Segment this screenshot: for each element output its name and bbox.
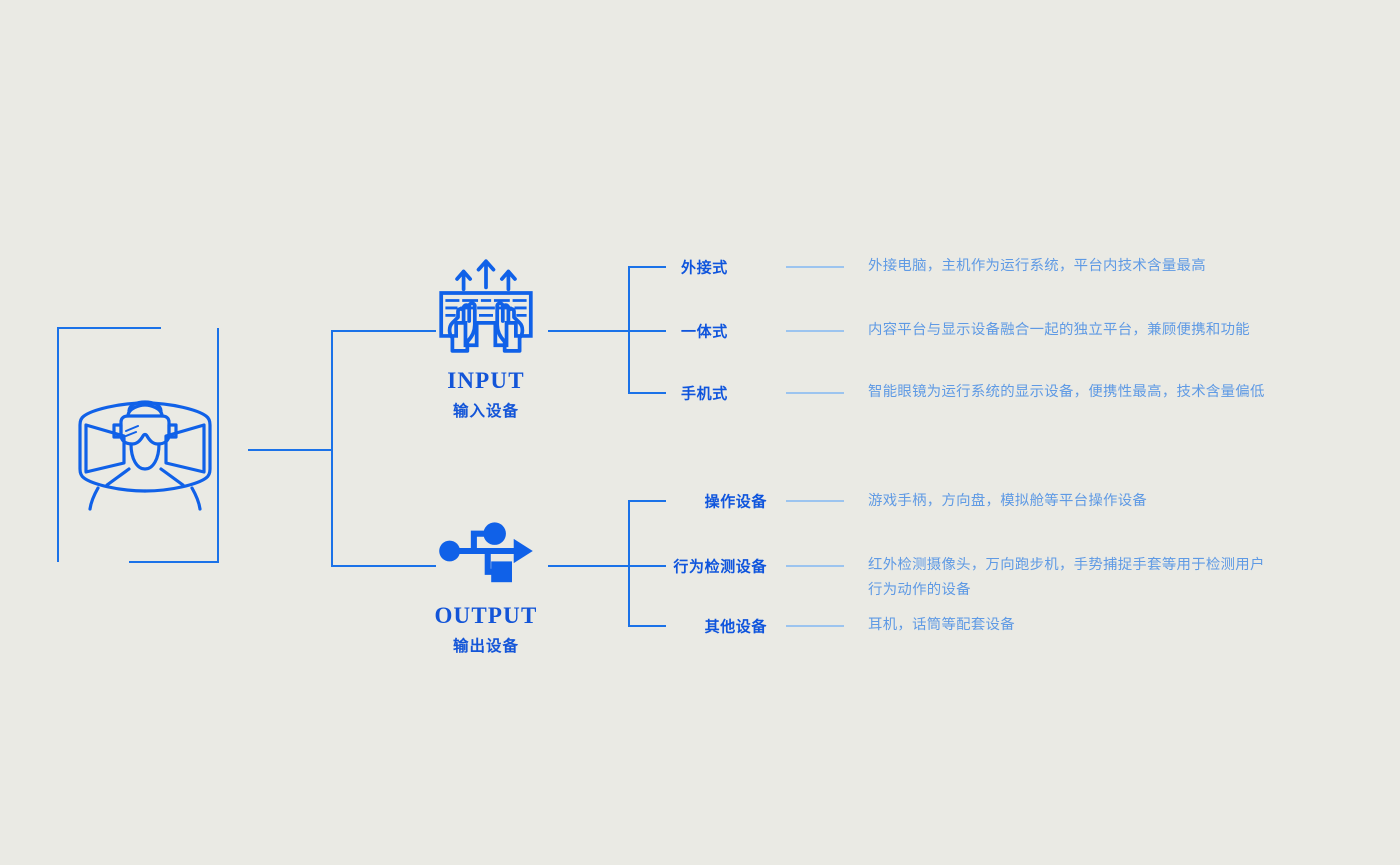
usb-output-icon [386, 505, 586, 597]
output-link-1 [786, 500, 844, 502]
trunk-horizontal [248, 449, 332, 451]
trunk-to-input [331, 330, 436, 332]
input-stub-2 [628, 330, 666, 332]
leaf-desc-input-3: 智能眼镜为运行系统的显示设备，便携性最高，技术含量偏低 [868, 384, 1265, 400]
input-stub-1 [628, 266, 666, 268]
input-link-3 [786, 392, 844, 394]
input-link-1 [786, 266, 844, 268]
leaf-desc-input-1: 外接电脑，主机作为运行系统，平台内技术含量最高 [868, 258, 1206, 274]
leaf-label-input-3[interactable]: 手机式 [681, 385, 728, 403]
category-subtitle-input: 输入设备 [452, 403, 519, 420]
output-stub-2 [628, 565, 666, 567]
leaf-label-output-3[interactable]: 其他设备 [704, 618, 767, 636]
leaf-desc-input-2: 内容平台与显示设备融合一起的独立平台，兼顾便携和功能 [868, 322, 1250, 338]
leaf-label-input-2[interactable]: 一体式 [681, 323, 728, 341]
hands-keyboard-input-icon [386, 252, 586, 362]
leaf-desc-output-1: 游戏手柄，方向盘，模拟舱等平台操作设备 [868, 493, 1148, 509]
root-node [52, 323, 224, 567]
vr-headset-person-icon [78, 400, 212, 511]
category-subtitle-output: 输出设备 [452, 638, 519, 655]
category-output: OUTPUT 输出设备 [386, 505, 586, 656]
output-to-branch [548, 565, 629, 567]
output-stub-3 [628, 625, 666, 627]
leaf-label-input-1[interactable]: 外接式 [681, 259, 728, 277]
root-bracket-frame [57, 327, 219, 563]
leaf-desc-output-2: 红外检测摄像头，万向跑步机，手势捕捉手套等用于检测用户 行为动作的设备 [868, 557, 1265, 598]
trunk-to-output [331, 565, 436, 567]
output-branch-vertical [628, 500, 630, 626]
output-stub-1 [628, 500, 666, 502]
category-title-output: OUTPUT [434, 603, 538, 628]
category-input: INPUT 输入设备 [386, 252, 586, 421]
input-link-2 [786, 330, 844, 332]
input-stub-3 [628, 392, 666, 394]
output-link-3 [786, 625, 844, 627]
input-to-branch [548, 330, 629, 332]
leaf-label-output-2[interactable]: 行为检测设备 [673, 558, 767, 576]
trunk-vertical [331, 330, 333, 566]
category-title-input: INPUT [447, 368, 525, 393]
input-branch-vertical [628, 266, 630, 393]
leaf-desc-output-3: 耳机，话筒等配套设备 [868, 617, 1015, 633]
leaf-label-output-1[interactable]: 操作设备 [704, 493, 767, 511]
output-link-2 [786, 565, 844, 567]
